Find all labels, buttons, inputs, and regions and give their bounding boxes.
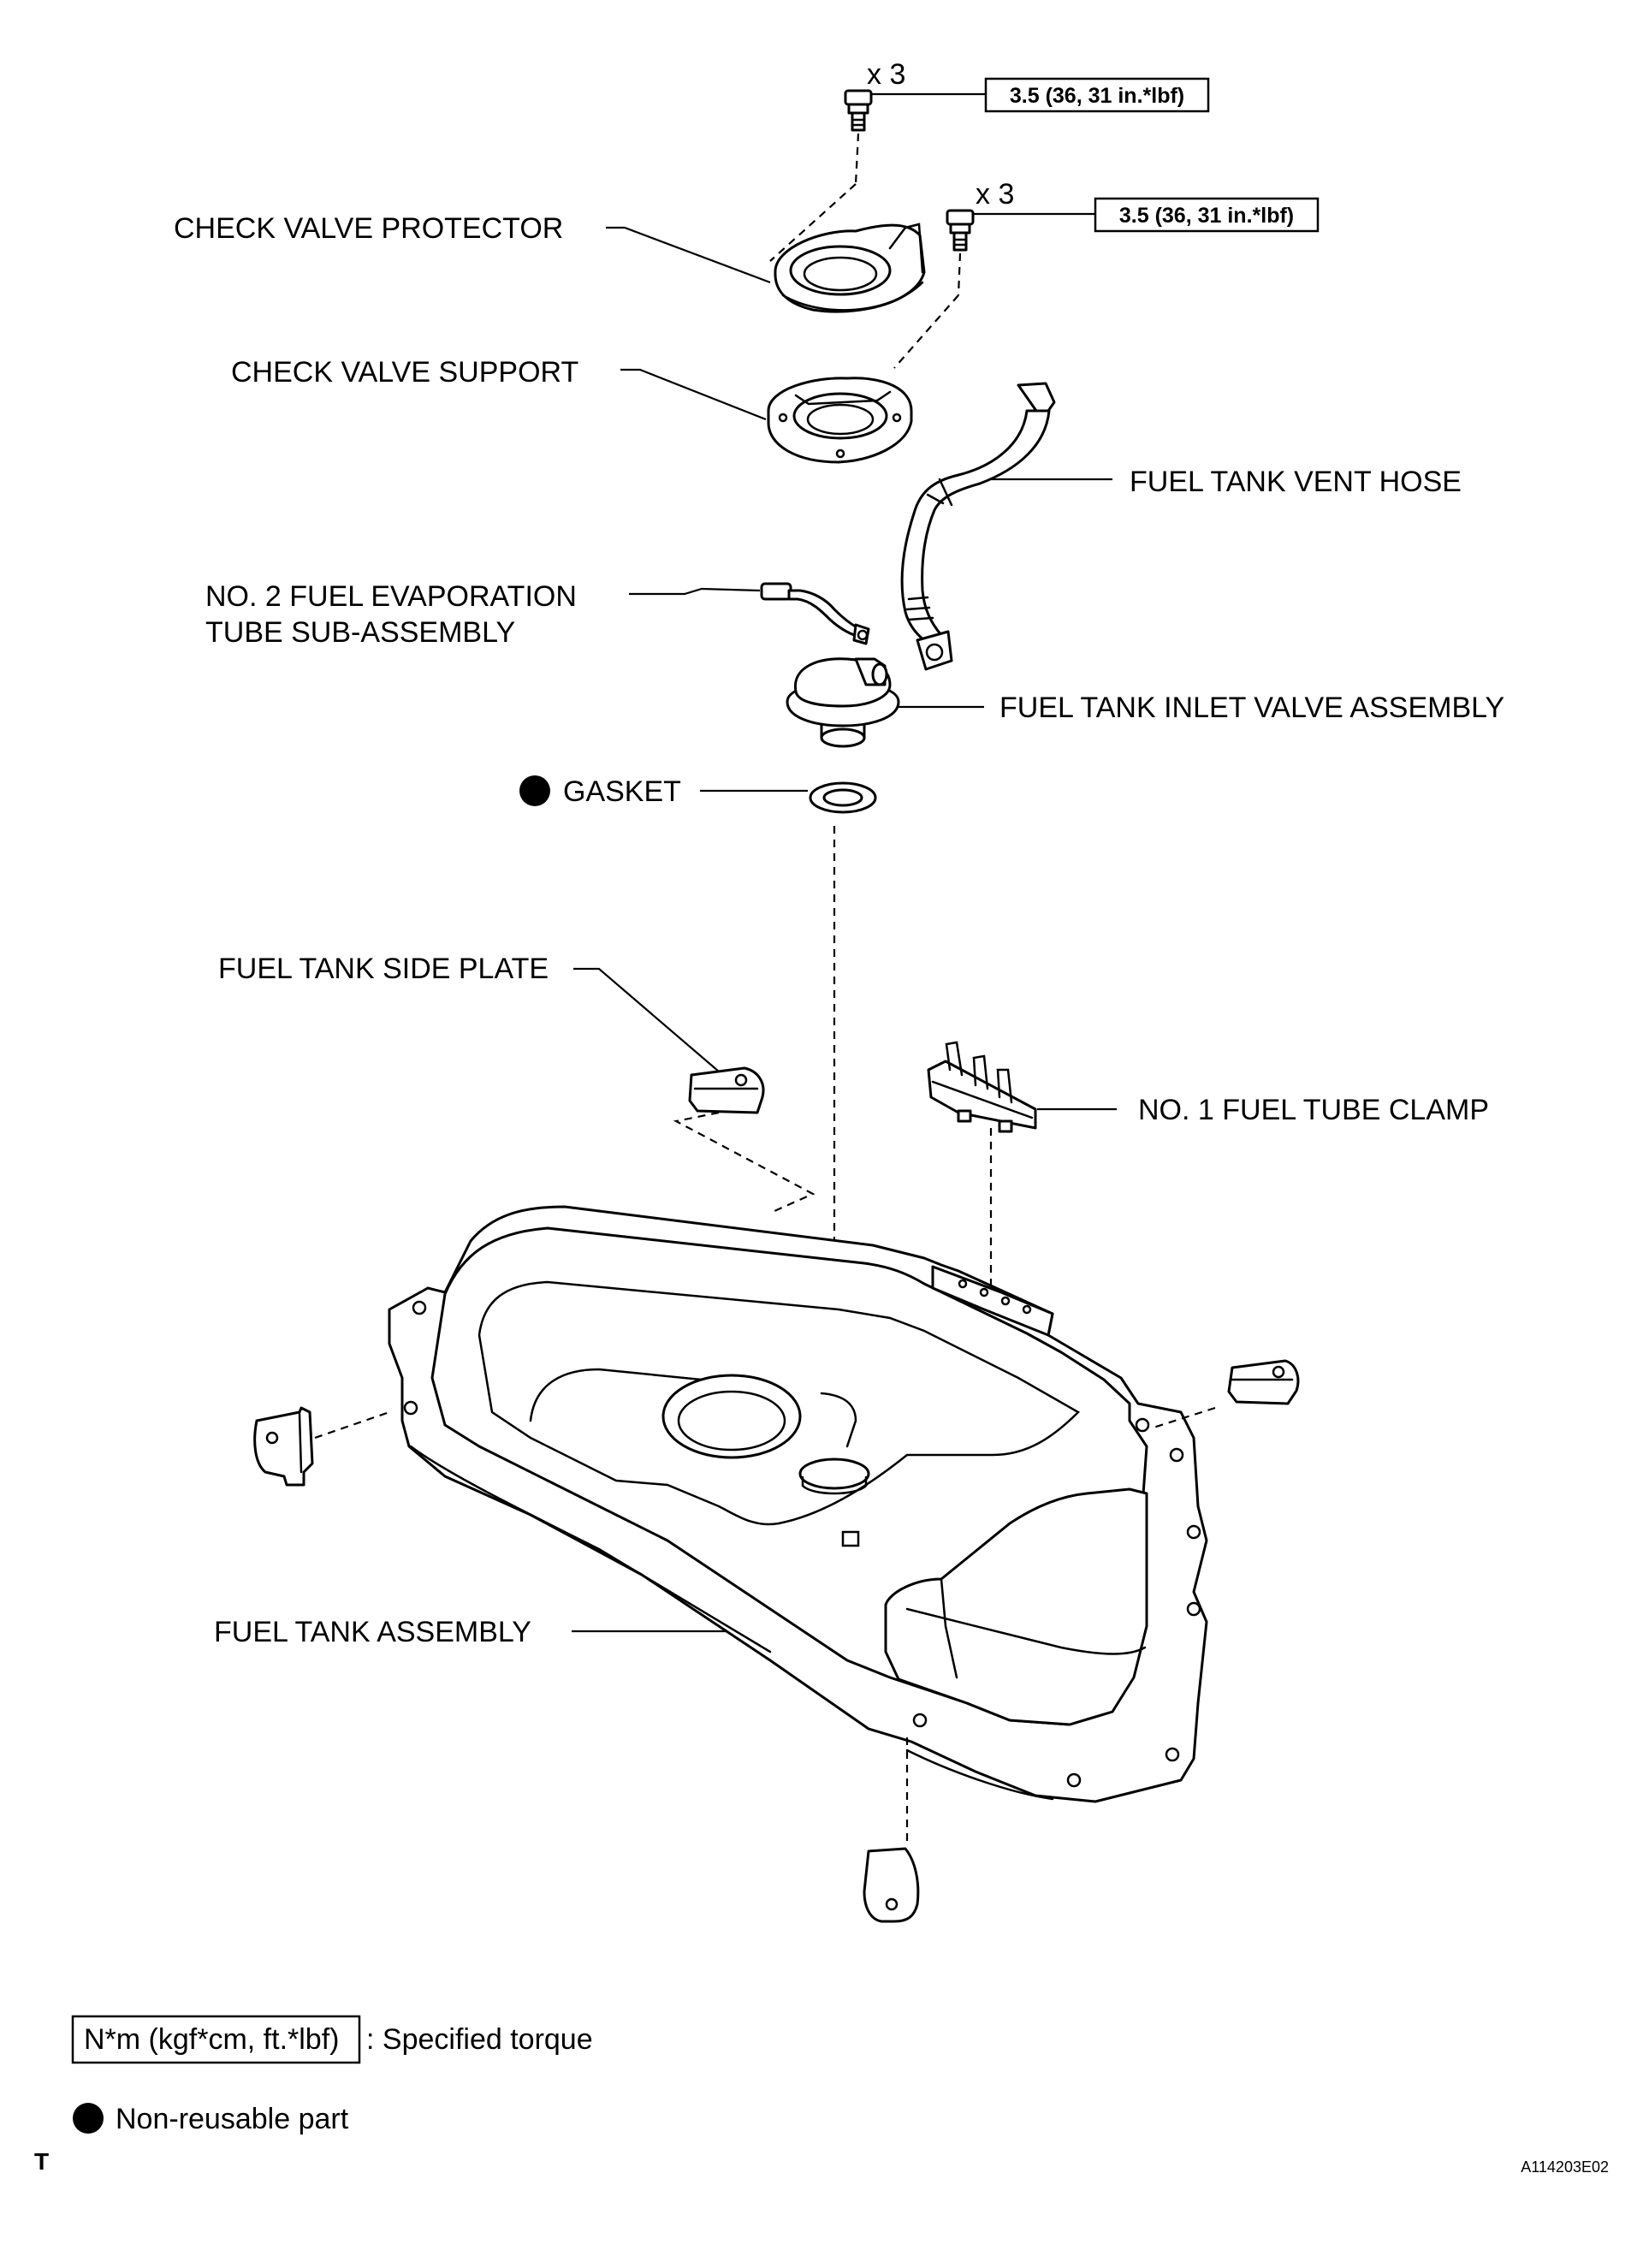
label-fuel-tank-vent-hose: FUEL TANK VENT HOSE: [1130, 466, 1462, 498]
label-no1-fuel-tube-clamp: NO. 1 FUEL TUBE CLAMP: [1138, 1094, 1489, 1126]
gasket-part: [809, 781, 877, 814]
bolt-1-quantity: x 3: [867, 58, 905, 91]
torque-spec-2: 3.5 (36, 31 in.*lbf): [1119, 204, 1294, 228]
legend-torque-box: [71, 2015, 361, 2064]
label-no2-fuel-evap-line1: NO. 2 FUEL EVAPORATION: [205, 580, 577, 613]
fuel-tank-vent-hose-part: [900, 382, 1056, 671]
bolt-2-quantity: x 3: [976, 178, 1014, 211]
figure-id: A114203E02: [1521, 2158, 1609, 2176]
label-gasket: GASKET: [563, 775, 681, 808]
label-check-valve-protector: CHECK VALVE PROTECTOR: [174, 212, 563, 245]
label-fuel-tank-side-plate: FUEL TANK SIDE PLATE: [218, 953, 549, 985]
check-valve-protector-part: [774, 223, 926, 313]
label-check-valve-support: CHECK VALVE SUPPORT: [231, 356, 578, 389]
non-reusable-icon: [519, 775, 550, 806]
no2-fuel-evaporation-tube-part: [760, 582, 870, 645]
left-side-plate-part: [253, 1406, 314, 1487]
label-no2-fuel-evap-line2: TUBE SUB-ASSEMBLY: [205, 616, 515, 649]
fuel-tank-side-plate-part: [688, 1066, 765, 1114]
fuel-tank-assembly-part: [388, 1205, 1208, 1803]
right-side-plate-part: [1227, 1359, 1300, 1405]
legend-nonreusable-desc: Non-reusable part: [116, 2103, 349, 2135]
bolt-group-1: x 3 3.5 (36, 31 in.*lbf): [769, 58, 1210, 262]
legend-non-reusable-icon: [73, 2103, 104, 2134]
torque-spec-1: 3.5 (36, 31 in.*lbf): [1010, 84, 1184, 108]
bolt-1-icon: [844, 89, 873, 132]
legend-torque-desc: : Specified torque: [366, 2023, 593, 2056]
label-fuel-tank-assembly: FUEL TANK ASSEMBLY: [214, 1616, 531, 1648]
bolt-2-icon: [946, 209, 975, 252]
label-fuel-tank-inlet-valve: FUEL TANK INLET VALVE ASSEMBLY: [999, 692, 1504, 724]
no1-fuel-tube-clamp-part: [927, 1041, 1037, 1133]
bottom-side-plate-part: [863, 1847, 920, 1923]
fuel-tank-inlet-valve-part: [786, 657, 900, 748]
footer-left-code: T: [34, 2148, 49, 2175]
legend-torque-units: N*m (kgf*cm, ft.*lbf): [84, 2023, 339, 2056]
bolt-group-2: x 3 3.5 (36, 31 in.*lbf): [893, 178, 1320, 369]
check-valve-support-part: [767, 377, 913, 464]
torque-box-1: [984, 77, 1210, 113]
torque-box-2: [1094, 197, 1320, 233]
